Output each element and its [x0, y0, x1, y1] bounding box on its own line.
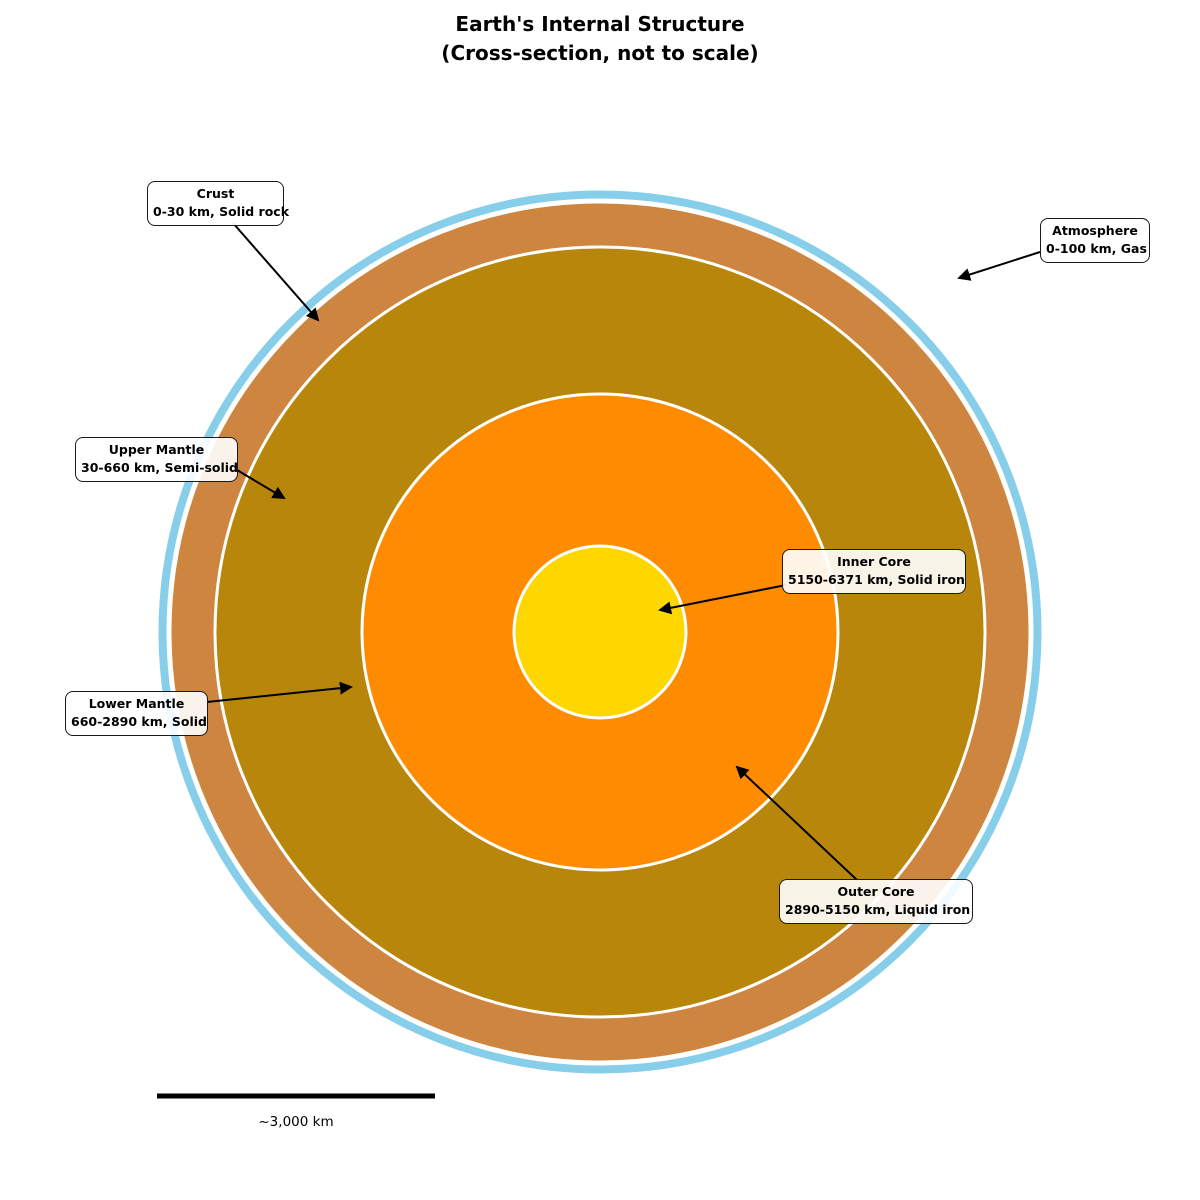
outer-core-label-name: Outer Core	[837, 884, 915, 899]
upper-mantle-arrow	[236, 469, 286, 499]
atmosphere-label-name: Atmosphere	[1052, 223, 1138, 238]
upper-mantle-label: Upper Mantle 30-660 km, Semi-solid	[75, 437, 238, 483]
outer-core-arrow	[735, 765, 858, 881]
inner-core-arrow	[658, 584, 787, 615]
lower-mantle-arrow	[206, 681, 353, 703]
upper-mantle-label-detail: 30-660 km, Semi-solid	[81, 460, 238, 476]
lower-mantle-label: Lower Mantle 660-2890 km, Solid	[65, 691, 208, 737]
atmosphere-label: Atmosphere 0-100 km, Gas	[1040, 218, 1150, 264]
title-line-1: Earth's Internal Structure	[455, 12, 745, 36]
atmosphere-ring	[158, 190, 1042, 1074]
scale-bar-label: ~3,000 km	[258, 1114, 334, 1130]
outer-core-label: Outer Core 2890-5150 km, Liquid iron	[779, 879, 973, 925]
outer-core-label-detail: 2890-5150 km, Liquid iron	[785, 902, 971, 918]
inner-core-label-detail: 5150-6371 km, Solid iron	[788, 572, 965, 588]
page-title: Earth's Internal Structure (Cross-sectio…	[0, 10, 1200, 68]
crust-arrow	[232, 222, 320, 322]
upper-mantle-label-name: Upper Mantle	[108, 442, 205, 457]
crust-label: Crust 0-30 km, Solid rock	[147, 181, 290, 227]
title-line-2: (Cross-section, not to scale)	[441, 41, 759, 65]
atmosphere-label-detail: 0-100 km, Gas	[1046, 241, 1147, 257]
inner-core-label-name: Inner Core	[837, 554, 911, 569]
lower-mantle-label-detail: 660-2890 km, Solid	[71, 714, 207, 730]
lower-mantle-label-name: Lower Mantle	[88, 696, 185, 711]
inner-core-layer	[512, 544, 688, 720]
crust-label-name: Crust	[196, 186, 235, 201]
atmosphere-arrow	[957, 251, 1041, 281]
inner-core-label: Inner Core 5150-6371 km, Solid iron	[782, 549, 966, 595]
crust-label-detail: 0-30 km, Solid rock	[153, 204, 290, 220]
